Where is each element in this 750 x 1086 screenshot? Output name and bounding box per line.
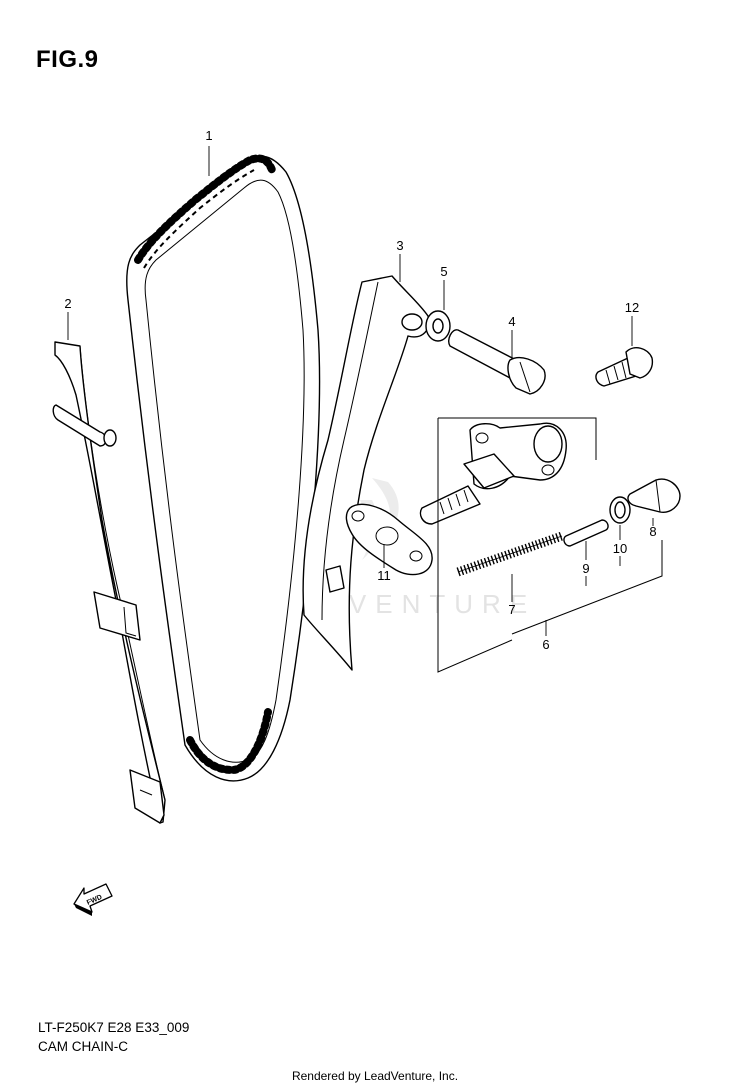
callout-1: 1 [205,128,212,143]
part-9-pushrod[interactable] [563,519,609,547]
assembly-bracket [437,417,663,673]
callout-12: 12 [625,300,639,315]
part-10-o-ring[interactable] [609,496,631,524]
callout-4: 4 [508,314,515,329]
callout-11: 11 [377,568,391,583]
callout-8: 8 [649,524,656,539]
part-4-bolt[interactable] [448,329,546,395]
callout-2: 2 [64,296,71,311]
callout-6: 6 [542,637,549,652]
part-2-chain-guide[interactable] [52,341,166,824]
figure-title: FIG.9 [36,46,99,73]
callout-3: 3 [396,238,403,253]
part-11-gasket[interactable] [345,503,433,576]
figure-code: LT-F250K7 E28 E33_009 [38,1020,190,1035]
part-6-tensioner-assembly[interactable] [419,417,597,525]
part-8-plug-bolt[interactable] [627,478,681,513]
figure-name: CAM CHAIN-C [38,1039,128,1054]
callout-10: 10 [613,541,627,556]
callout-9: 9 [582,561,589,576]
rendered-by-credit: Rendered by LeadVenture, Inc. [291,1069,459,1083]
leader-lines [67,146,654,636]
callout-labels: 1 2 3 4 5 6 7 8 9 10 11 12 [64,128,656,652]
part-12-bolt[interactable] [595,347,654,387]
part-1-cam-chain[interactable] [126,154,321,782]
part-3-tensioner-arm[interactable] [302,275,430,671]
part-5-washer[interactable] [425,310,451,342]
part-7-spring[interactable] [456,531,564,577]
fwd-arrow-icon: FWD [73,883,113,916]
callout-5: 5 [440,264,447,279]
callout-7: 7 [508,602,515,617]
